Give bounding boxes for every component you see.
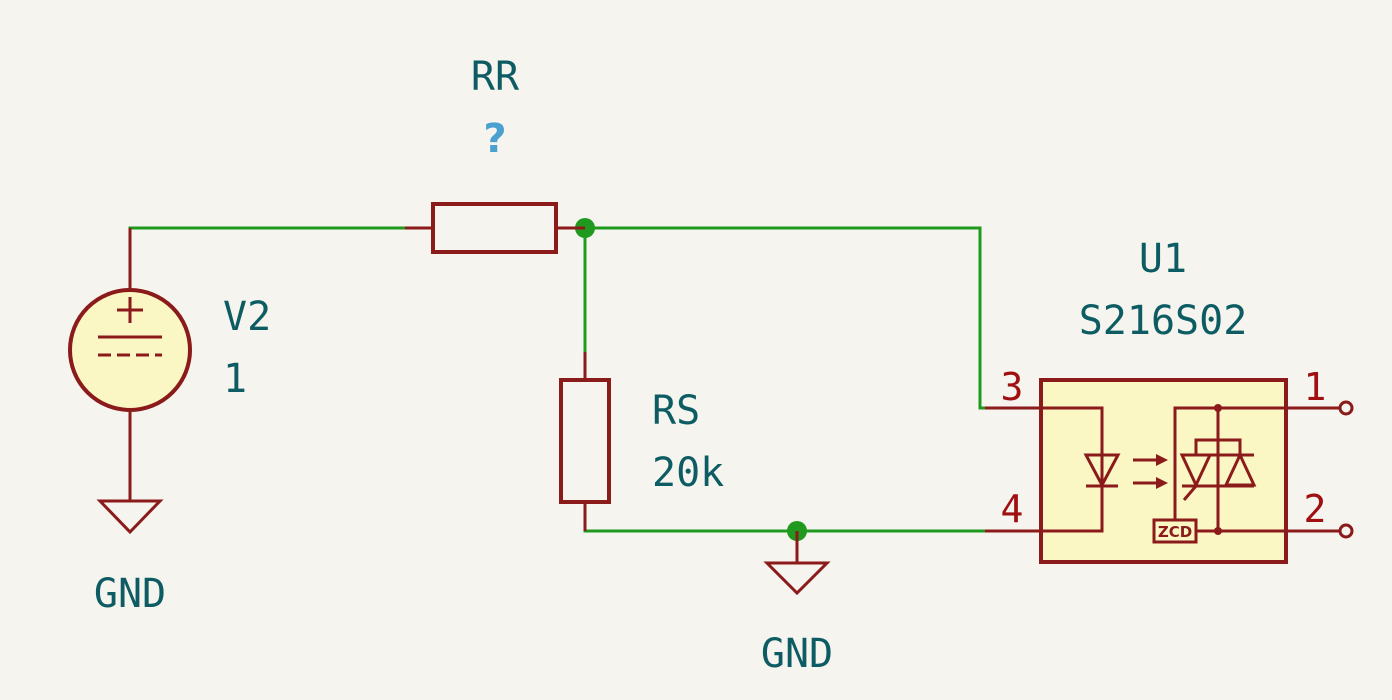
triac-gate <box>1182 485 1198 501</box>
rs-value-label: 20k <box>652 450 724 496</box>
ground-left-label: GND <box>94 571 166 617</box>
rs-ref-label: RS <box>652 388 700 434</box>
u1-pin2-endpoint[interactable] <box>1338 523 1354 539</box>
triac-dot-bottom <box>1214 527 1222 535</box>
wires <box>128 218 987 547</box>
u1-value-label: S216S02 <box>1079 298 1248 344</box>
led-diode-triangle <box>1083 453 1121 489</box>
triac-dot-top <box>1214 404 1222 412</box>
source-ref-label: V2 <box>223 294 271 340</box>
triac-left-branch <box>1194 438 1218 455</box>
u1-pin3-number: 3 <box>1001 365 1024 409</box>
triac-right-branch <box>1218 438 1242 455</box>
triac-top-wire <box>1173 406 1286 520</box>
wire-rs-to-pin4[interactable] <box>583 506 987 533</box>
u1-pin1-endpoint[interactable] <box>1338 400 1354 416</box>
rr-value-label: ? <box>483 116 506 162</box>
resistor-rs[interactable] <box>559 352 611 531</box>
optotriac-u1[interactable]: ZCD <box>985 378 1354 564</box>
rs-body <box>559 378 611 504</box>
ground-symbol-left[interactable] <box>96 499 164 535</box>
u1-pin2-number: 2 <box>1304 487 1327 531</box>
rr-body <box>431 202 558 254</box>
ground-symbol-mid[interactable] <box>763 531 831 596</box>
ground-triangle-mid <box>763 561 831 596</box>
light-arrow-1-head <box>1156 454 1168 466</box>
source-value-label: 1 <box>223 356 247 402</box>
zcd-box <box>1152 518 1198 544</box>
light-arrow-2-head <box>1156 477 1168 489</box>
led-wire <box>1041 406 1104 533</box>
voltage-source-v2[interactable] <box>68 228 192 500</box>
wire-source-to-rr[interactable] <box>128 226 407 294</box>
u1-pin1-number: 1 <box>1304 365 1327 409</box>
zcd-label: ZCD <box>1158 523 1192 541</box>
u1-pin4-number: 4 <box>1001 487 1024 531</box>
wire-junction-to-pin3[interactable] <box>583 226 987 410</box>
source-body <box>68 288 192 412</box>
ground-triangle-left <box>96 499 164 535</box>
u1-ref-label: U1 <box>1139 236 1187 282</box>
resistor-rr[interactable] <box>405 202 585 254</box>
ground-mid-label: GND <box>761 631 833 677</box>
rr-ref-label: RR <box>471 54 520 100</box>
